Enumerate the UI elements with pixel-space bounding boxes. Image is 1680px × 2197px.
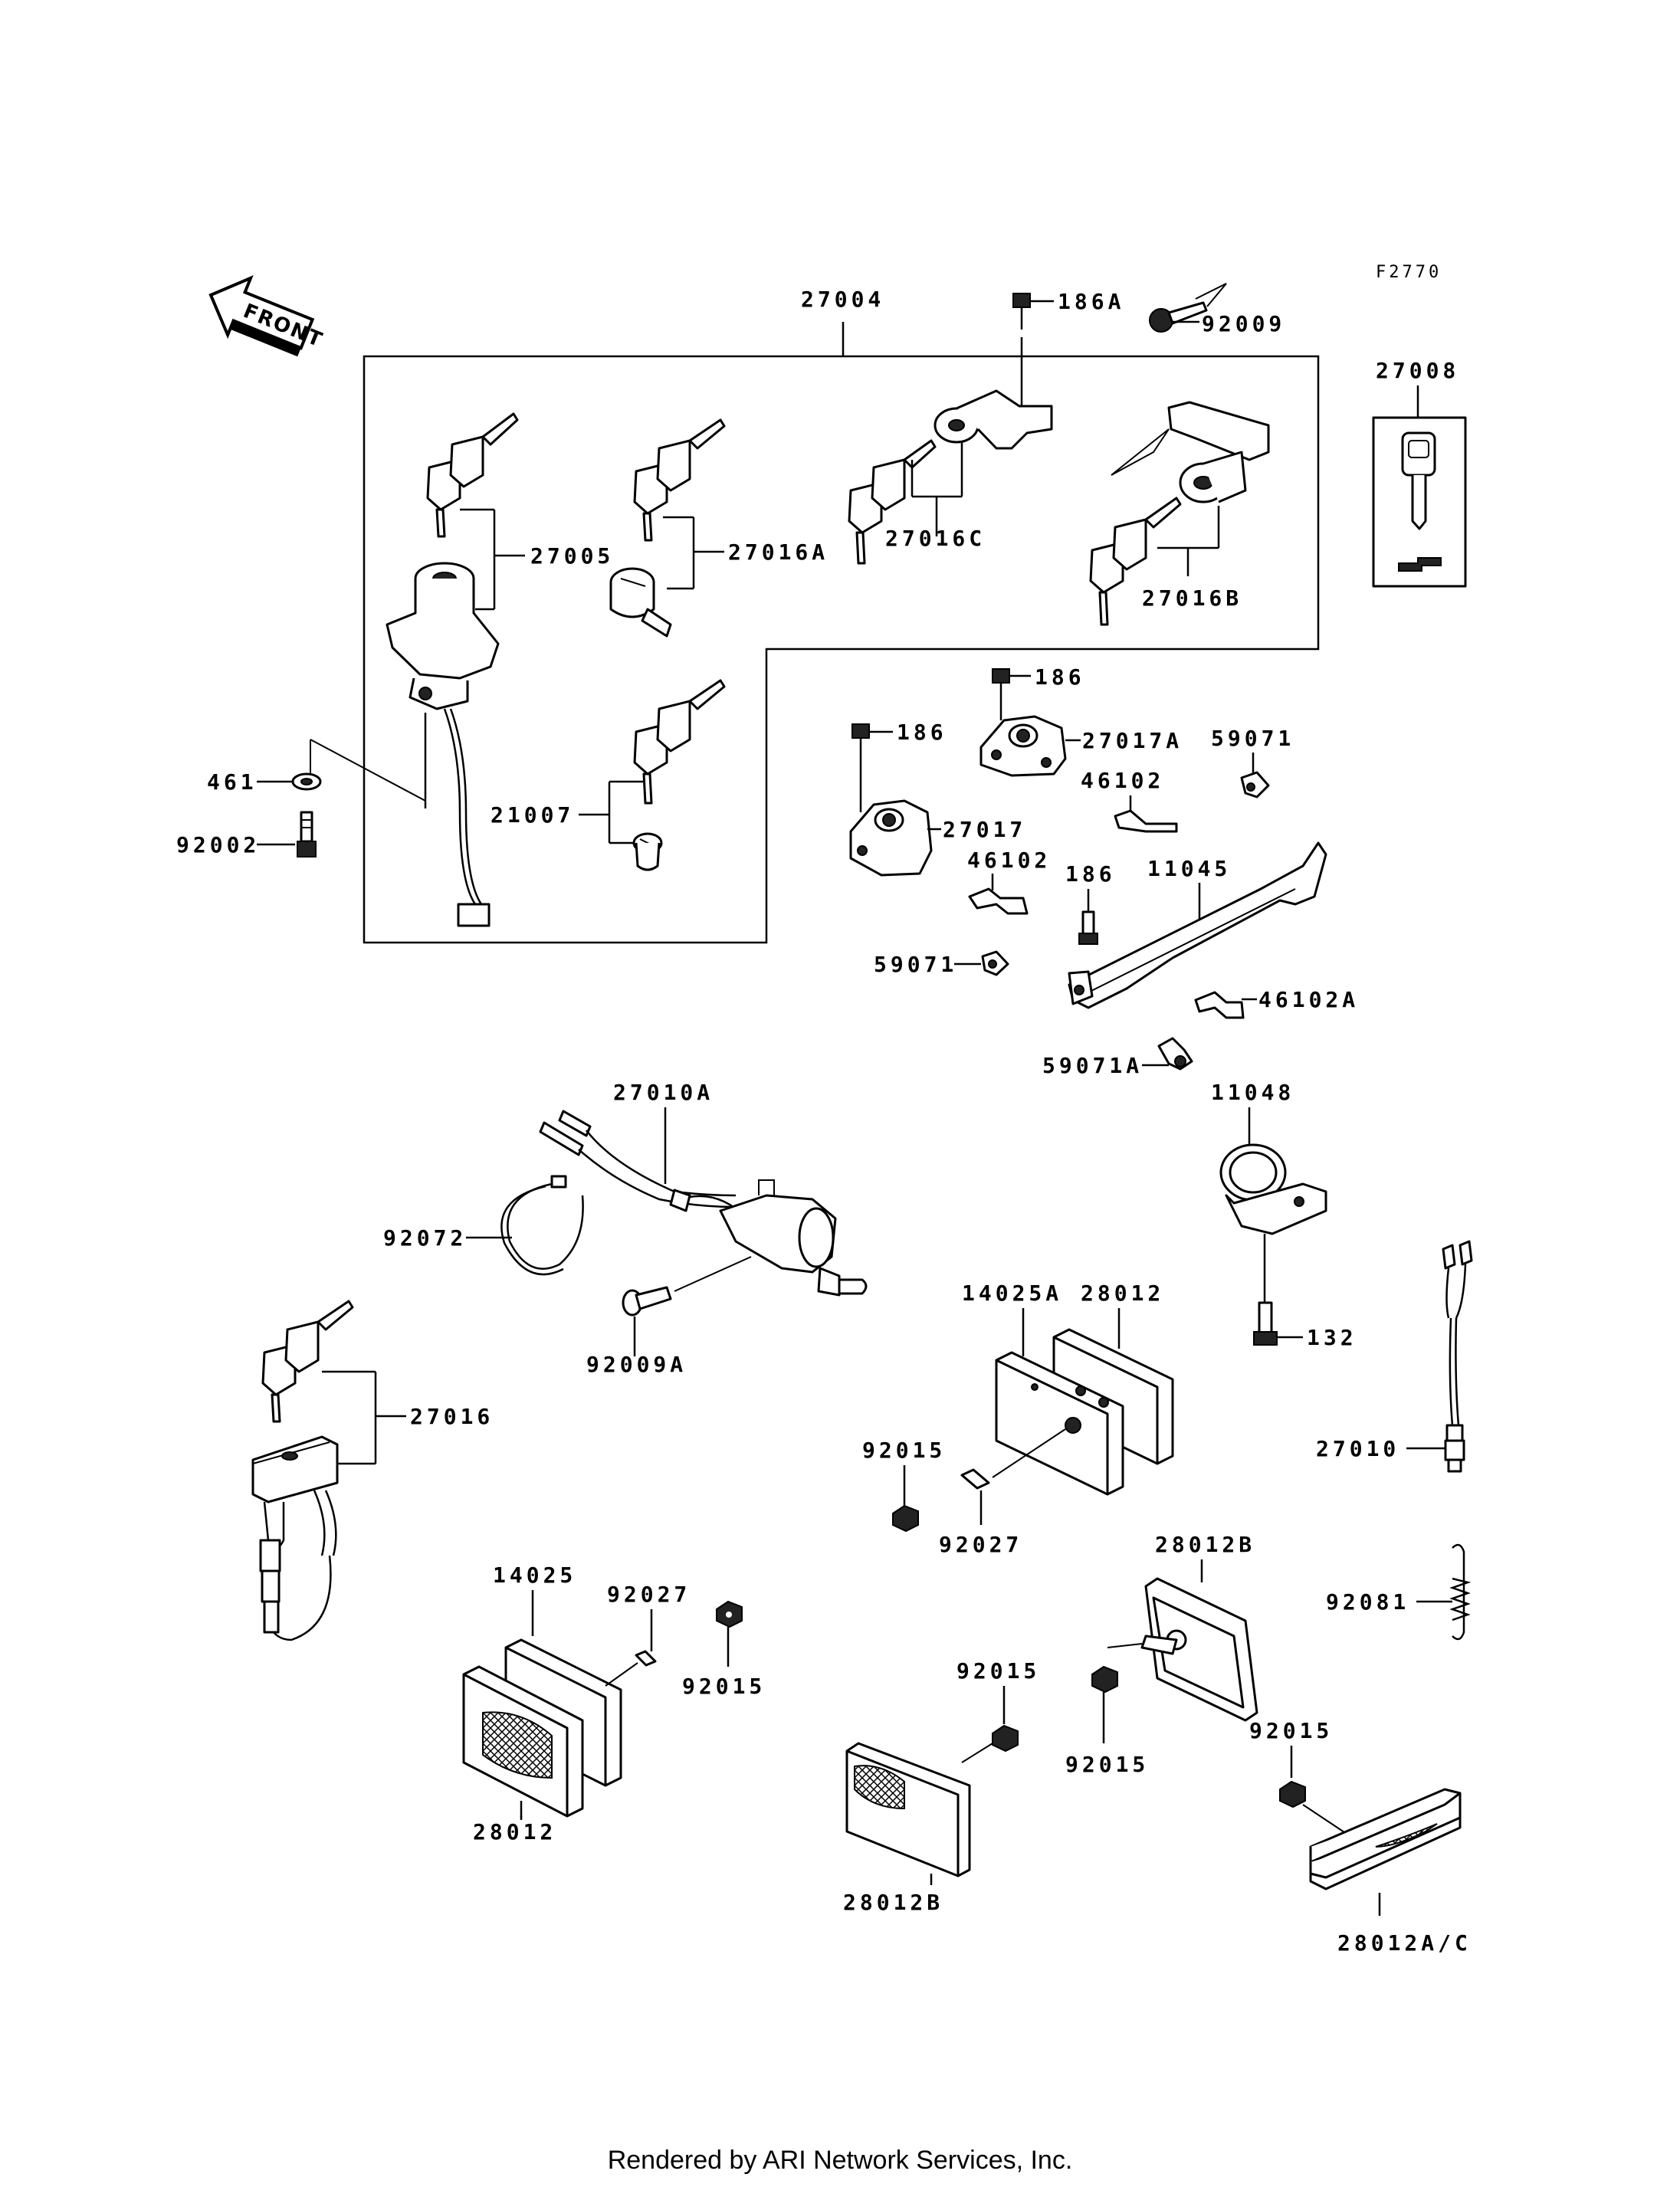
washer-461: 461	[207, 739, 426, 808]
label-92015-left: 92015	[682, 1674, 766, 1699]
switch-27010a: 27010A	[539, 1080, 868, 1297]
clip-59071a: 59071A	[1042, 1037, 1193, 1078]
label-28012b-lower: 28012B	[843, 1890, 943, 1915]
label-11045: 11045	[1147, 856, 1231, 881]
label-92015-center: 92015	[956, 1658, 1040, 1684]
label-59071-upper: 59071	[1211, 726, 1294, 751]
label-27017a: 27017A	[1082, 728, 1183, 753]
label-27016c: 27016C	[885, 526, 986, 551]
reflector-14025: 14025 92027 92015 28012	[462, 1562, 766, 1844]
label-132: 132	[1307, 1325, 1357, 1350]
bolt-92002: 92002	[176, 811, 317, 857]
keys-21007: 21007	[491, 679, 726, 871]
label-27005: 27005	[530, 543, 614, 569]
label-92002: 92002	[176, 832, 260, 857]
keys-27016a: 27016A	[609, 418, 829, 638]
label-92015-mid: 92015	[1065, 1752, 1149, 1777]
label-21007: 21007	[491, 802, 574, 828]
nut-92015-upper: 92015	[862, 1438, 946, 1533]
ignition-switch	[386, 562, 500, 927]
bolt-186-mid: 186	[851, 720, 947, 812]
reflector-28012ac: 92015 28012A/C	[1249, 1718, 1472, 1956]
label-28012-upper: 28012	[1081, 1280, 1164, 1306]
label-14025a: 14025A	[962, 1280, 1062, 1306]
band-92072: 92072	[383, 1175, 584, 1276]
reflector-28012b-lower: 92015 28012B	[843, 1658, 1040, 1915]
label-14025: 14025	[493, 1562, 576, 1588]
bolt-186a: 186A	[1012, 289, 1124, 414]
clip-59071-upper: 59071	[1211, 726, 1294, 798]
diagram-code: F2770	[1376, 263, 1442, 282]
keys-27016c: 27016C	[848, 389, 1053, 565]
label-27004: 27004	[801, 287, 884, 312]
label-27017: 27017	[943, 817, 1026, 842]
label-186a: 186A	[1058, 289, 1124, 314]
label-46102-upper: 46102	[1081, 768, 1164, 793]
label-186-mid: 186	[897, 720, 947, 745]
bracket-11045: 11045	[1068, 841, 1327, 1009]
label-27010a: 27010A	[613, 1080, 714, 1105]
label-46102a: 46102A	[1258, 987, 1359, 1012]
screw-92009: 92009	[1149, 283, 1285, 336]
label-27010: 27010	[1316, 1436, 1399, 1461]
holder-27017a: 27017A	[979, 715, 1183, 777]
nut-92015-mid: 92015	[1065, 1665, 1149, 1777]
keys-27016b: 27016B	[1089, 401, 1270, 626]
label-92015-right: 92015	[1249, 1718, 1333, 1743]
label-27016b: 27016B	[1142, 585, 1242, 611]
label-186-lower: 186	[1065, 861, 1116, 887]
bracket-46102-lower: 46102	[967, 848, 1051, 915]
label-461: 461	[207, 769, 258, 795]
bolt-186-upper: 186	[992, 664, 1085, 720]
footer-credit: Rendered by ARI Network Services, Inc.	[608, 2146, 1073, 2175]
bracket-46102a: 46102A	[1194, 987, 1359, 1019]
label-11048: 11048	[1211, 1080, 1294, 1105]
label-59071-lower: 59071	[874, 952, 957, 977]
label-92027-upper: 92027	[939, 1532, 1022, 1557]
key-set-frame: 27004	[363, 287, 1320, 944]
spacer-92027-upper: 92027	[939, 1428, 1066, 1557]
label-186-upper: 186	[1035, 664, 1085, 690]
spring-92081: 92081	[1326, 1543, 1472, 1641]
label-27008: 27008	[1376, 358, 1459, 383]
label-92009: 92009	[1202, 311, 1285, 336]
label-92015-upper: 92015	[862, 1438, 946, 1463]
bolt-186-lower: 186	[1065, 861, 1116, 945]
label-59071a: 59071A	[1042, 1053, 1143, 1078]
bracket-46102-upper: 46102	[1081, 768, 1178, 833]
reflector-14025a: 14025A 28012	[962, 1280, 1174, 1496]
ignition-keys-27005: 27005	[426, 412, 614, 611]
reflector-28012b-upper: 28012B	[1107, 1532, 1258, 1722]
label-46102-lower: 46102	[967, 848, 1051, 873]
bolt-132: 132	[1253, 1301, 1357, 1350]
bracket-11048: 11048	[1211, 1080, 1327, 1303]
label-92072: 92072	[383, 1225, 467, 1251]
label-28012b-upper: 28012B	[1155, 1532, 1255, 1557]
holder-27017: 27017	[849, 799, 1026, 877]
label-28012-lower: 28012	[473, 1819, 556, 1844]
clip-59071-lower: 59071	[874, 950, 1009, 977]
key-card-27008: 27008	[1372, 358, 1467, 588]
label-27016a: 27016A	[728, 539, 829, 565]
label-92081: 92081	[1326, 1589, 1409, 1615]
switch-27010: 27010	[1316, 1240, 1473, 1473]
keys-27016: 27016	[251, 1300, 494, 1641]
label-28012ac: 28012A/C	[1337, 1930, 1472, 1956]
screw-92009a: 92009A	[586, 1256, 752, 1377]
front-arrow-icon: FRONT	[208, 275, 326, 357]
label-92027-lower: 92027	[607, 1582, 691, 1607]
label-27016: 27016	[410, 1404, 494, 1429]
label-92009a: 92009A	[586, 1352, 687, 1377]
